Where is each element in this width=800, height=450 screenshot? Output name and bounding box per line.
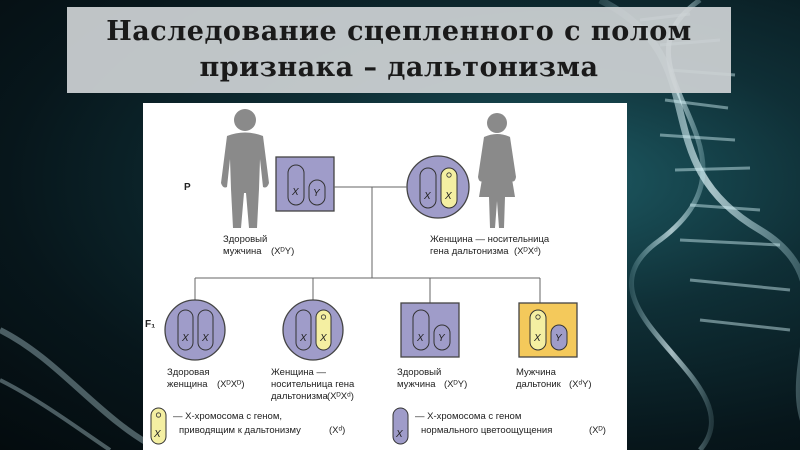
diagram-canvas: P F₁ X Y Здоровый мужчина (XᴰY) X bbox=[145, 109, 606, 445]
legend-normal-chromosome-icon: X bbox=[392, 407, 409, 445]
offspring2-chrom-a: X bbox=[299, 333, 307, 344]
title-line-1: Наследование сцепленного с полом bbox=[106, 16, 692, 47]
offspring1-chrom-a: X bbox=[181, 333, 189, 344]
offspring4-label-line1: Мужчина bbox=[516, 367, 557, 378]
offspring4-chrom-a: X bbox=[533, 333, 541, 344]
offspring2-genotype: (XᴰXᵈ) bbox=[327, 391, 354, 402]
mother-genotype: (XᴰXᵈ) bbox=[514, 246, 541, 257]
offspring2-label-line3: дальтонизма bbox=[271, 391, 329, 402]
legend-carrier-line2: приводящим к дальтонизму bbox=[179, 425, 301, 436]
legend-normal-line1: — X-хромосома с геном bbox=[415, 411, 521, 422]
mother-label-line1: Женщина — носительница bbox=[430, 234, 550, 245]
offspring3-chrom-a: X bbox=[416, 333, 424, 344]
dna-helix-left bbox=[0, 327, 162, 450]
mother-x1-chromosome: X bbox=[423, 191, 431, 202]
offspring1-genotype: (XᴰXᴰ) bbox=[217, 379, 245, 390]
offspring-cell-healthy-female: X X bbox=[164, 299, 226, 361]
title-bar: Наследование сцепленного с полом признак… bbox=[67, 7, 731, 93]
title-line-2: признака – дальтонизма bbox=[199, 52, 599, 83]
offspring-cell-carrier-female: X X bbox=[282, 299, 344, 361]
father-label-line2: мужчина bbox=[223, 246, 262, 257]
offspring1-label-line2: женщина bbox=[167, 379, 208, 390]
father-genotype: (XᴰY) bbox=[271, 246, 294, 257]
offspring2-label-line2: носительница гена bbox=[271, 379, 355, 390]
offspring2-chrom-b: X bbox=[319, 333, 327, 344]
father-label-line1: Здоровый bbox=[223, 234, 267, 245]
mother-cell: X X bbox=[406, 155, 470, 219]
slide-title: Наследование сцепленного с полом признак… bbox=[106, 14, 691, 86]
male-silhouette-icon bbox=[221, 109, 269, 228]
legend-carrier-symbol: X bbox=[153, 429, 161, 440]
inheritance-diagram: P F₁ X Y Здоровый мужчина (XᴰY) X bbox=[143, 103, 627, 450]
female-silhouette-icon bbox=[478, 113, 516, 228]
cross-lines bbox=[194, 186, 541, 303]
legend-normal-symbol: X bbox=[395, 429, 403, 440]
father-cell: X Y bbox=[275, 156, 335, 212]
legend-carrier-genotype: (Xᵈ) bbox=[329, 425, 345, 436]
offspring2-label-line1: Женщина — bbox=[271, 367, 326, 378]
offspring1-chrom-b: X bbox=[201, 333, 209, 344]
legend-normal-genotype: (Xᴰ) bbox=[589, 425, 606, 436]
generation-f1-label: F₁ bbox=[145, 319, 155, 330]
legend-normal-line2: нормального цветоощущения bbox=[421, 425, 552, 436]
offspring4-label-line2: дальтоник bbox=[516, 379, 562, 390]
mother-x2-chromosome: X bbox=[444, 191, 452, 202]
legend-carrier-line1: — X-хромосома с геном, bbox=[173, 411, 282, 422]
offspring3-label-line1: Здоровый bbox=[397, 367, 441, 378]
legend-carrier-chromosome-icon: X bbox=[150, 407, 167, 445]
father-y-chromosome: Y bbox=[313, 188, 321, 199]
offspring3-chrom-b: Y bbox=[438, 333, 446, 344]
offspring-cell-healthy-male: X Y bbox=[400, 302, 460, 358]
offspring1-label-line1: Здоровая bbox=[167, 367, 210, 378]
offspring4-chrom-b: Y bbox=[555, 333, 563, 344]
offspring3-genotype: (XᴰY) bbox=[444, 379, 467, 390]
generation-p-label: P bbox=[184, 182, 191, 193]
father-x-chromosome: X bbox=[291, 187, 299, 198]
offspring-cell-colorblind-male: X Y bbox=[518, 302, 578, 358]
offspring3-label-line2: мужчина bbox=[397, 379, 436, 390]
offspring4-genotype: (XᵈY) bbox=[569, 379, 592, 390]
mother-label-line2: гена дальтонизма bbox=[430, 246, 509, 257]
